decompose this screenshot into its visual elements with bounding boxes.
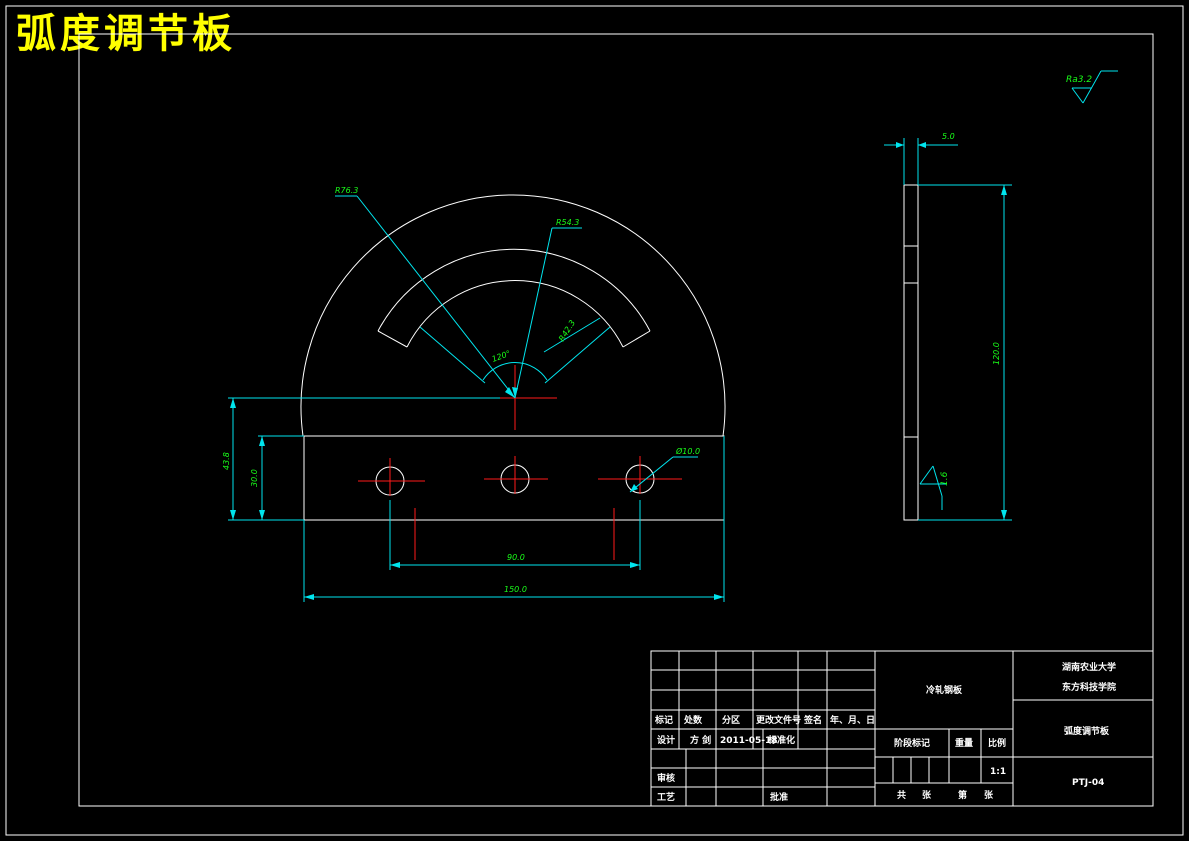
tb-sheet-a: 第 <box>958 789 967 801</box>
tb-part-name: 弧度调节板 <box>1064 725 1110 737</box>
tb-school-line2: 东方科技学院 <box>1062 681 1116 693</box>
slot-left-end <box>377 330 408 348</box>
arrowheads <box>230 387 724 600</box>
tb-scale-label: 比例 <box>988 737 1006 749</box>
tb-hdr-count: 处数 <box>683 714 703 726</box>
tb-process-label: 工艺 <box>657 791 675 803</box>
centerlines <box>358 365 682 560</box>
slot-outer-arc <box>377 248 651 332</box>
roughness-main: Ra3.2 <box>1066 75 1092 85</box>
side-view <box>903 184 919 521</box>
tb-sheet-b: 张 <box>984 789 994 801</box>
tb-review-label: 审核 <box>657 772 675 784</box>
slot-right-end <box>622 330 651 348</box>
tb-std-label: 标准化 <box>767 734 795 746</box>
tb-design-date: 2011-05-18 <box>720 736 778 746</box>
title-block-grid <box>650 650 1154 807</box>
tb-hdr-mark: 标记 <box>654 714 673 726</box>
base-plate <box>303 435 725 521</box>
tb-scale: 1:1 <box>990 767 1006 777</box>
dim-r-outer: R76.3 <box>335 186 358 195</box>
front-view <box>300 194 726 521</box>
tb-approve-label: 批准 <box>770 791 788 803</box>
dim-width: 150.0 <box>504 585 527 594</box>
dim-angle: 120° <box>491 349 512 364</box>
tb-weight-label: 重量 <box>955 737 973 749</box>
tb-designer: 方 剑 <box>690 734 711 746</box>
roughness-side: 1.6 <box>940 471 950 486</box>
dimension-lines <box>228 195 725 602</box>
dim-side-height: 120.0 <box>992 342 1001 365</box>
tb-hdr-date: 年、月、日 <box>830 714 875 726</box>
tb-school-line1: 湖南农业大学 <box>1062 661 1116 673</box>
tb-total-a: 共 <box>897 789 906 801</box>
dim-r-mid: R54.3 <box>556 218 579 227</box>
dim-spacing: 90.0 <box>507 553 525 562</box>
dim-plate-height: 30.0 <box>250 469 259 487</box>
side-dimension-lines <box>884 70 1118 521</box>
tb-hdr-sign: 签名 <box>803 714 822 726</box>
tb-hdr-docno: 更改文件号 <box>756 714 801 726</box>
tb-stage-label: 阶段标记 <box>894 737 930 749</box>
dim-hole: Ø10.0 <box>675 446 700 456</box>
dim-total-height: 43.8 <box>222 452 231 470</box>
tb-drawing-no: PTJ-04 <box>1072 778 1104 788</box>
inner-frame <box>78 33 1154 807</box>
dim-thickness: 5.0 <box>942 132 955 141</box>
tb-total-b: 张 <box>922 789 932 801</box>
dim-r-inner: R42.3 <box>557 318 577 343</box>
tb-material: 冷轧钢板 <box>926 684 963 696</box>
tb-design-label: 设计 <box>657 734 675 746</box>
outer-arc <box>300 194 726 437</box>
outer-frame <box>5 5 1184 836</box>
slot-inner-arc <box>406 280 624 348</box>
side-arrowheads <box>896 142 1007 520</box>
tb-hdr-zone: 分区 <box>722 714 740 726</box>
